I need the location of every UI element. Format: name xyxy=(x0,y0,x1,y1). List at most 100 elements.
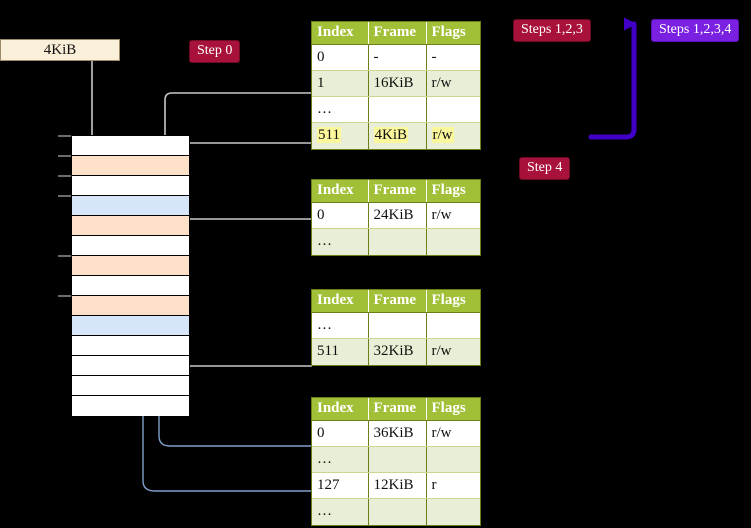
cell-frame xyxy=(368,446,427,473)
table-row: 0-- xyxy=(312,44,480,71)
column-header-flags: Flags xyxy=(426,22,480,45)
cell-frame: 4KiB xyxy=(368,122,427,149)
cell-flags: r xyxy=(426,472,480,499)
highlighted-value: 511 xyxy=(317,126,341,143)
table-row: … xyxy=(312,312,480,339)
badge-step-0: Step 0 xyxy=(189,40,241,63)
memory-row xyxy=(72,376,189,396)
cell-index: … xyxy=(312,312,369,339)
cell-flags: - xyxy=(426,44,480,71)
cell-frame xyxy=(368,96,427,123)
highlighted-value: r/w xyxy=(431,126,454,143)
badge-step-4-label: Step 4 xyxy=(527,160,563,175)
memory-row-tick xyxy=(58,195,71,197)
memory-row xyxy=(72,136,189,156)
cell-index: … xyxy=(312,96,369,123)
table-row: … xyxy=(312,96,480,123)
cell-frame xyxy=(368,228,427,255)
steps-bracket-arrow xyxy=(588,17,637,140)
cell-flags xyxy=(426,96,480,123)
column-header-index: Index xyxy=(312,22,369,45)
cell-flags: r/w xyxy=(426,420,480,447)
memory-row xyxy=(72,336,189,356)
cell-flags: r/w xyxy=(426,202,480,229)
cell-index: 1 xyxy=(312,70,369,97)
physical-memory-grid xyxy=(71,135,190,416)
badge-steps-123: Steps 1,2,3 xyxy=(513,19,591,42)
wire-t3-row511-to-memory xyxy=(180,312,312,367)
column-header-frame: Frame xyxy=(368,398,427,421)
memory-row-tick xyxy=(58,155,71,157)
badge-steps-123-label: Steps 1,2,3 xyxy=(521,22,583,37)
memory-row-tick xyxy=(58,255,71,257)
column-header-index: Index xyxy=(312,398,369,421)
column-header-frame: Frame xyxy=(368,290,427,313)
cell-frame: 32KiB xyxy=(368,338,427,365)
cell-frame: 12KiB xyxy=(368,472,427,499)
cell-flags xyxy=(426,498,480,525)
column-header-flags: Flags xyxy=(426,398,480,421)
cell-frame xyxy=(368,498,427,525)
badge-step-4: Step 4 xyxy=(519,157,571,180)
cell-flags: r/w xyxy=(426,70,480,97)
cell-flags xyxy=(426,228,480,255)
wire-t1-row511-to-memory xyxy=(180,142,312,208)
cell-frame: 36KiB xyxy=(368,420,427,447)
cell-frame: - xyxy=(368,44,427,71)
memory-row xyxy=(72,316,189,336)
memory-row-tick xyxy=(58,135,71,137)
wire-t2-row0-to-memory xyxy=(180,218,312,250)
cell-index: 0 xyxy=(312,44,369,71)
memory-row-tick xyxy=(58,295,71,297)
memory-row-tick xyxy=(58,175,71,177)
column-header-frame: Frame xyxy=(368,180,427,203)
column-header-flags: Flags xyxy=(426,290,480,313)
badge-step-0-label: Step 0 xyxy=(197,43,233,58)
column-header-index: Index xyxy=(312,290,369,313)
cell-flags: r/w xyxy=(426,122,480,149)
table-row: … xyxy=(312,498,480,525)
cell-frame: 16KiB xyxy=(368,70,427,97)
badge-steps-1234: Steps 1,2,3,4 xyxy=(651,19,740,42)
cell-index: … xyxy=(312,498,369,525)
kib-box: 4KiB xyxy=(0,39,120,61)
cell-index: 0 xyxy=(312,202,369,229)
memory-row xyxy=(72,216,189,236)
memory-row xyxy=(72,196,189,216)
memory-row xyxy=(72,156,189,176)
memory-row xyxy=(72,256,189,276)
cell-flags xyxy=(426,446,480,473)
cell-index: 511 xyxy=(312,338,369,365)
cell-index: 127 xyxy=(312,472,369,499)
cell-index: 511 xyxy=(312,122,369,149)
table-row: … xyxy=(312,446,480,473)
cell-index: … xyxy=(312,446,369,473)
column-header-flags: Flags xyxy=(426,180,480,203)
kib-box-label: 4KiB xyxy=(43,41,77,58)
memory-row xyxy=(72,176,189,196)
cell-frame xyxy=(368,312,427,339)
memory-row xyxy=(72,296,189,316)
cell-flags: r/w xyxy=(426,338,480,365)
cell-index: … xyxy=(312,228,369,255)
cell-index: 0 xyxy=(312,420,369,447)
table-row: … xyxy=(312,228,480,255)
memory-row xyxy=(72,396,189,416)
badge-steps-1234-label: Steps 1,2,3,4 xyxy=(659,22,732,37)
